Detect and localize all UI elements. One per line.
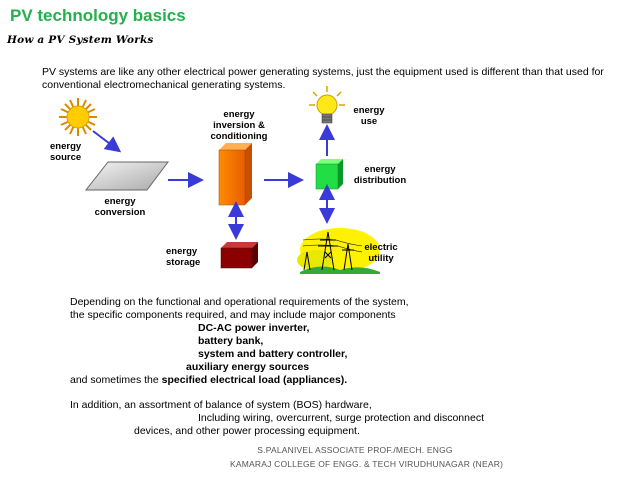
component-item: auxiliary energy sources xyxy=(186,361,310,373)
body-line-7: and sometimes the specified electrical l… xyxy=(70,374,348,386)
solar-panel-icon xyxy=(84,161,169,191)
footer-author: S.PALANIVEL ASSOCIATE PROF./MECH. ENGG xyxy=(257,445,453,455)
component-item: DC-AC power inverter, xyxy=(198,322,310,334)
body-line-10: devices, and other power processing equi… xyxy=(134,425,360,437)
inverter-box xyxy=(218,143,252,206)
body-line-8: In addition, an assortment of balance of… xyxy=(70,399,372,411)
storage-box xyxy=(220,242,258,269)
sun-icon xyxy=(59,98,97,136)
body-line-1: Depending on the functional and operatio… xyxy=(70,296,409,308)
body-line-2: the specific components required, and ma… xyxy=(70,309,396,321)
component-item: battery bank, xyxy=(198,335,264,347)
distribution-box xyxy=(315,159,343,190)
page-title: PV technology basics xyxy=(10,6,186,25)
page-subtitle: How a PV System Works xyxy=(7,34,154,46)
sun-to-panel-arrow xyxy=(92,130,122,153)
lightbulb-icon xyxy=(309,86,345,124)
footer-institution: KAMARAJ COLLEGE OF ENGG. & TECH VIRUDHUN… xyxy=(230,459,504,469)
body-line-9: Including wiring, overcurrent, surge pro… xyxy=(198,412,484,424)
component-item: system and battery controller, xyxy=(198,348,348,360)
power-tower-icon xyxy=(297,228,380,274)
intro-paragraph: PV systems are like any other electrical… xyxy=(42,66,604,91)
